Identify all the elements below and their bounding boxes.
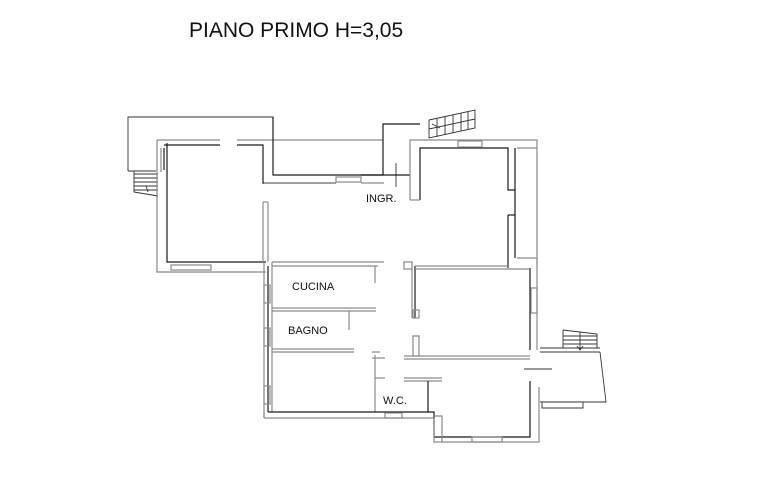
stair-top [428,109,476,139]
stair-left [133,171,159,197]
plan-title: PIANO PRIMO H=3,05 [189,19,404,42]
room-label-wc: W.C. [383,395,407,407]
walls-right-upper [409,139,538,283]
walls-left-room [156,117,420,273]
room-label-cucina: CUCINA [292,281,335,293]
balcony-right [524,329,607,409]
room-label-bagno: BAGNO [288,325,328,337]
walls-corridor [372,261,530,412]
room-label-ingresso: INGR. [366,193,397,205]
terrace-top-left [127,116,274,172]
walls-interior [263,261,384,418]
walls-bottom [263,283,540,443]
